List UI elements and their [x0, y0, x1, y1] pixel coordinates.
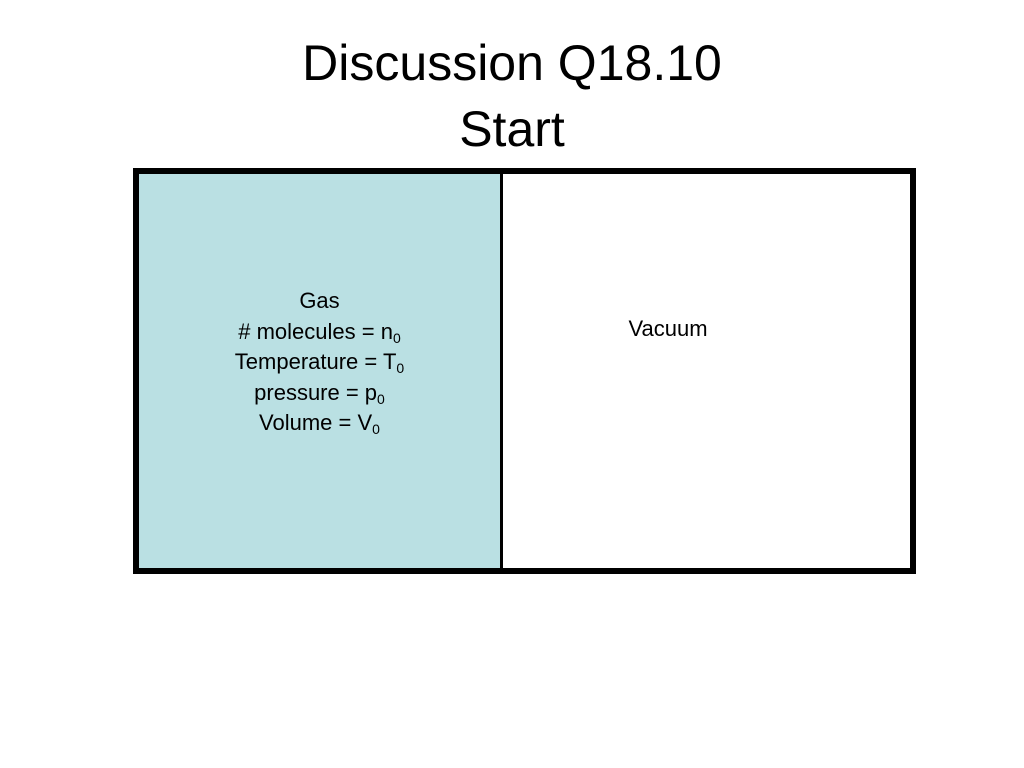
- temperature-subscript: 0: [396, 360, 405, 376]
- volume-label: Volume = V: [259, 410, 373, 435]
- vacuum-label: Vacuum: [628, 316, 708, 341]
- pressure-label: pressure = p: [254, 379, 378, 405]
- gas-compartment: Gas # molecules = n0 Temperature = T0 pr…: [139, 174, 503, 568]
- container-diagram: Gas # molecules = n0 Temperature = T0 pr…: [133, 168, 916, 574]
- gas-heading: Gas: [299, 288, 340, 313]
- volume-line: Volume = V0: [139, 408, 500, 439]
- temperature-label: Temperature = T: [234, 349, 397, 374]
- slide-title: Discussion Q18.10 Start: [0, 30, 1024, 162]
- pressure-line: pressure = p0: [139, 378, 500, 409]
- vacuum-compartment: Vacuum: [503, 174, 910, 568]
- temperature-line: Temperature = T0: [139, 347, 500, 378]
- pressure-subscript: 0: [377, 390, 385, 407]
- title-line-1: Discussion Q18.10: [302, 35, 722, 91]
- molecules-label: # molecules = n: [238, 318, 393, 344]
- title-line-2: Start: [459, 101, 565, 157]
- volume-subscript: 0: [372, 421, 380, 437]
- molecules-line: # molecules = n0: [139, 317, 500, 348]
- gas-properties: Gas # molecules = n0 Temperature = T0 pr…: [139, 286, 500, 439]
- molecules-subscript: 0: [392, 329, 401, 346]
